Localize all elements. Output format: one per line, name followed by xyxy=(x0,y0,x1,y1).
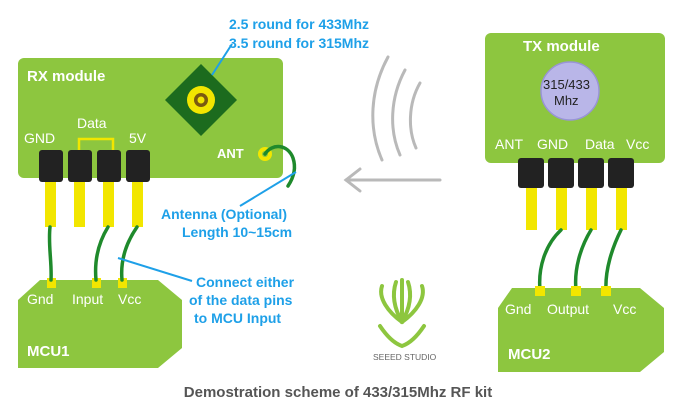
tx-ant-label: ANT xyxy=(495,136,523,152)
tx-mcu2-wires xyxy=(537,228,623,292)
tx-title: TX module xyxy=(523,38,600,55)
signal-arrow-icon xyxy=(343,167,442,193)
annotation-315: 3.5 round for 315Mhz xyxy=(229,35,369,51)
tx-pins xyxy=(526,188,627,230)
tx-crystal-line1: 315/433 xyxy=(543,77,590,92)
mcu2-vcc-label: Vcc xyxy=(613,301,636,317)
tx-data-label: Data xyxy=(585,136,615,152)
mcu1-input-label: Input xyxy=(72,291,103,307)
mcu1-pad-gnd xyxy=(47,278,56,288)
antenna-round-pointer xyxy=(211,43,233,76)
seeed-logo: SEEED STUDIO xyxy=(373,278,437,362)
annotation-antenna-optional: Antenna (Optional) xyxy=(161,206,287,222)
rx-antenna-pad xyxy=(165,64,237,136)
radio-waves-icon xyxy=(371,55,422,162)
antenna-pointer xyxy=(239,171,297,207)
tx-vcc-label: Vcc xyxy=(626,136,649,152)
caption: Demostration scheme of 433/315Mhz RF kit xyxy=(184,384,492,401)
mcu1-vcc-label: Vcc xyxy=(118,291,141,307)
mcu1-label: MCU1 xyxy=(27,343,70,360)
mcu1: MCU1 Gnd Input Vcc xyxy=(18,278,182,368)
mcu2-gnd-label: Gnd xyxy=(505,301,531,317)
mcu1-pad-vcc xyxy=(118,278,127,288)
tx-crystal-line2: Mhz xyxy=(554,93,579,108)
rx-5v-label: 5V xyxy=(129,130,147,146)
annotation-antenna-length: Length 10~15cm xyxy=(182,224,292,240)
logo-text: SEEED STUDIO xyxy=(373,352,437,362)
rx-antenna-wire xyxy=(263,144,297,188)
mcu2-board xyxy=(498,288,664,372)
annotation-connect-1: Connect either xyxy=(196,274,295,290)
tx-gnd-label: GND xyxy=(537,136,568,152)
mcu2: MCU2 Gnd Output Vcc xyxy=(498,286,664,372)
leaf-icon xyxy=(378,278,426,349)
rx-title: RX module xyxy=(27,68,105,85)
mcu2-label: MCU2 xyxy=(508,346,551,363)
mcu1-gnd-label: Gnd xyxy=(27,291,53,307)
mcu1-pad-input xyxy=(92,278,101,288)
tx-crystal xyxy=(540,61,600,121)
rx-pin-header xyxy=(39,150,150,182)
annotation-433: 2.5 round for 433Mhz xyxy=(229,16,369,32)
rx-gnd-label: GND xyxy=(24,130,55,146)
annotation-connect-3: to MCU Input xyxy=(194,310,281,326)
mcu2-output-label: Output xyxy=(547,301,589,317)
rx-mcu1-wires xyxy=(47,225,139,282)
rx-data-label: Data xyxy=(77,115,107,131)
tx-module: TX module 315/433 Mhz ANT GND Data Vcc xyxy=(485,33,665,230)
tx-pin-header xyxy=(518,158,634,188)
annotation-connect-2: of the data pins xyxy=(189,292,293,308)
mcu2-pad-vcc xyxy=(601,286,611,296)
rx-ant-label: ANT xyxy=(217,146,244,161)
mcu2-pad-output xyxy=(571,286,581,296)
rx-pins xyxy=(45,182,143,227)
mcu2-pad-gnd xyxy=(535,286,545,296)
connect-pointer xyxy=(117,257,193,282)
rx-data-bracket xyxy=(77,137,115,150)
rx-module: RX module ANT GND Data 5V xyxy=(18,58,283,227)
mcu1-board xyxy=(18,280,182,368)
